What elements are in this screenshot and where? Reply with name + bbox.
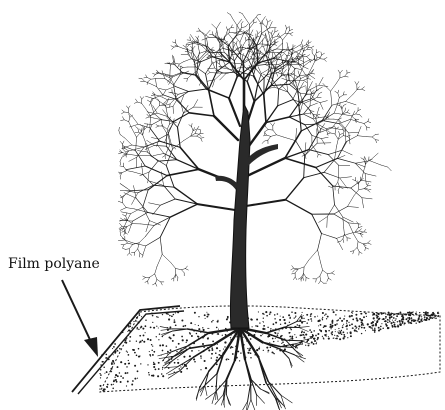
film-polyane-label: Film polyane	[8, 256, 100, 272]
film-pointer-arrow	[62, 280, 98, 357]
tree-crown	[118, 12, 391, 286]
soil-mound	[99, 306, 440, 392]
tree-trunk	[215, 104, 278, 328]
